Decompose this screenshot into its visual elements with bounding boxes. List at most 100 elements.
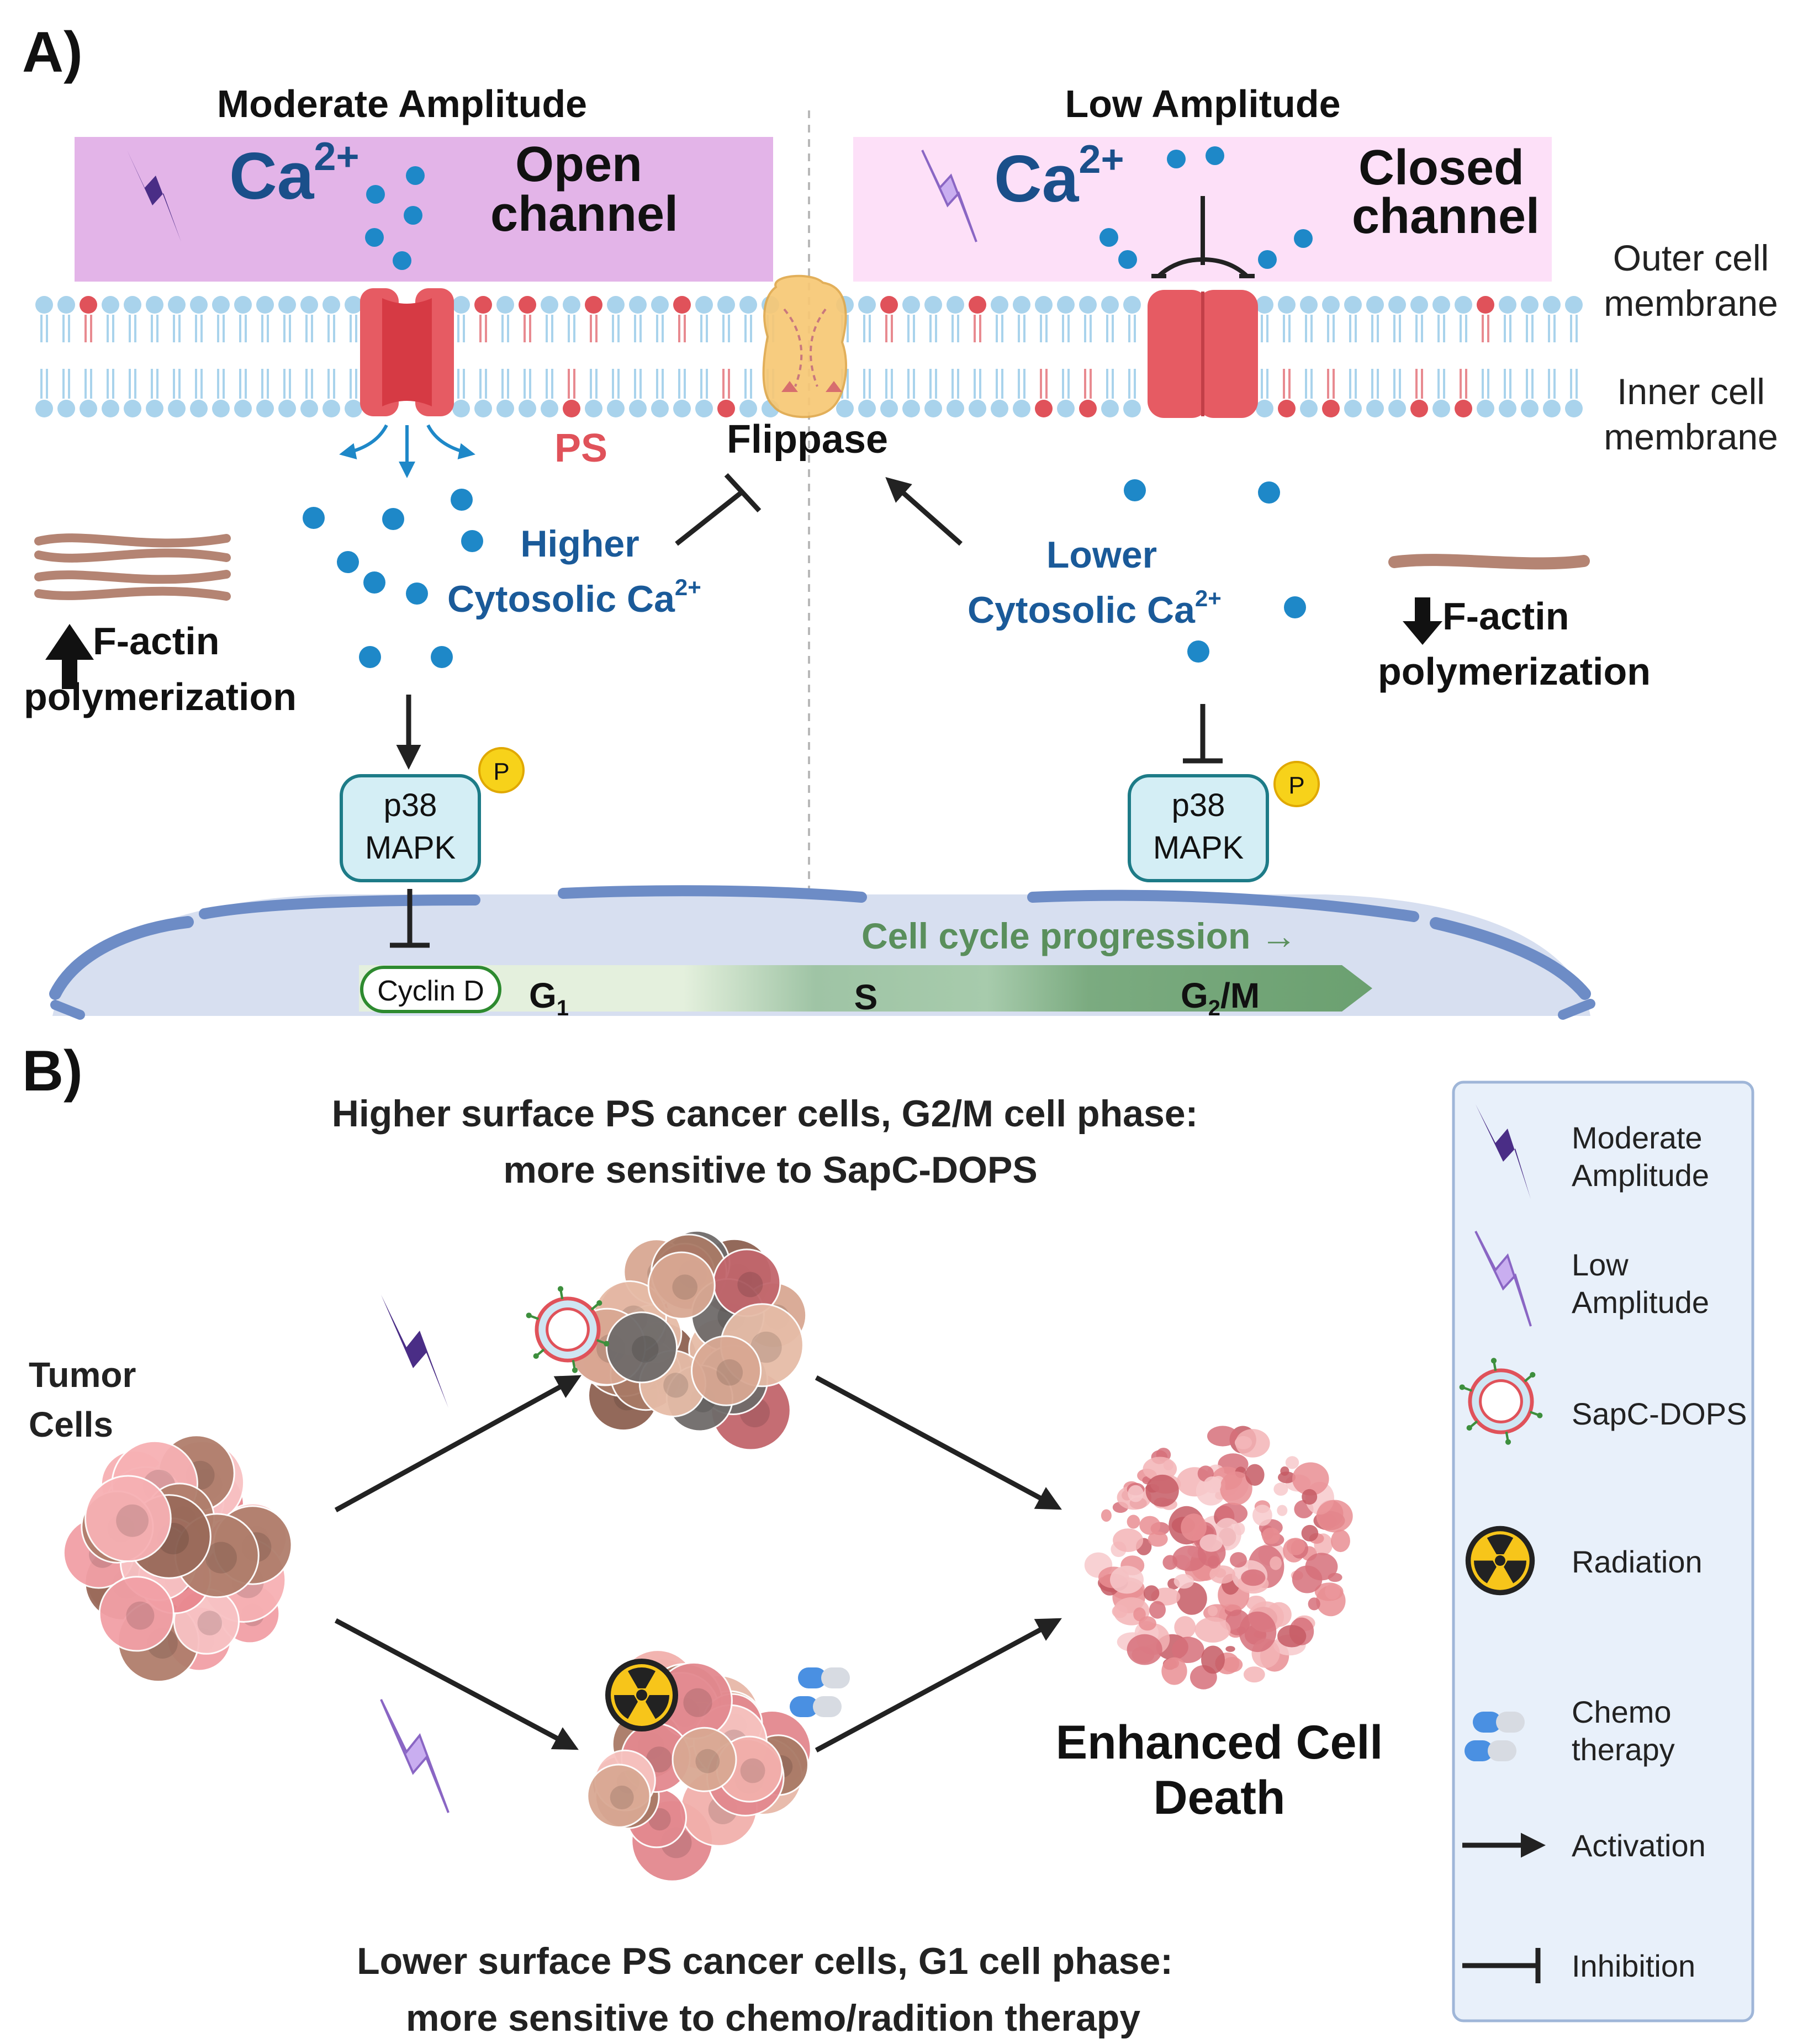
p38-left-label-1: p38 <box>384 787 437 823</box>
phospho-left-badge <box>478 747 525 793</box>
flippase-protein <box>762 274 848 419</box>
higher-cytosolic-sup: 2+ <box>675 574 701 600</box>
factin-up-label-2: polymerization <box>24 675 297 718</box>
tumor-cluster-treated-top <box>567 1230 807 1451</box>
calcium-influx-arrows <box>339 424 475 478</box>
panel-a-label: A) <box>22 20 83 84</box>
phase-g1-sub: 1 <box>557 996 569 1020</box>
phase-g2-sub: 2 <box>1208 996 1220 1020</box>
factin-bundle-high <box>34 533 231 601</box>
result-label-2: Death <box>1154 1771 1286 1824</box>
outer-membrane-label-2: membrane <box>1604 283 1778 324</box>
open-channel-label-1: Open <box>515 137 642 192</box>
right-ca-sup: 2+ <box>1079 137 1124 182</box>
cyclin-d-label: Cyclin D <box>377 975 484 1007</box>
cell-cycle-bar <box>359 965 1372 1012</box>
outer-membrane-label-1: Outer cell <box>1613 237 1769 278</box>
lower-cytosolic-text: Cytosolic Ca <box>968 589 1196 631</box>
cell-cycle-label: Cell cycle progression → <box>861 915 1297 956</box>
phase-g2-tail: /M <box>1220 976 1260 1015</box>
phase-s: S <box>854 977 878 1017</box>
left-ca-label: Ca2+ <box>229 135 360 213</box>
closed-channel-label-2: channel <box>1352 189 1540 244</box>
legend-low-icon <box>1474 1231 1532 1327</box>
factin-down-label-2: polymerization <box>1378 650 1651 693</box>
flippase-label: Flippase <box>727 417 888 462</box>
factin-down-label-1: F-actin <box>1442 595 1569 638</box>
cyclin-inhibition-bar <box>390 889 430 948</box>
legend-low-label-2: Amplitude <box>1572 1285 1709 1320</box>
right-ca-label: Ca2+ <box>994 137 1124 216</box>
extracellular-ca-dots <box>365 146 1313 270</box>
cyclin-d-box <box>360 966 501 1013</box>
low-amplitude-title: Low Amplitude <box>1065 82 1340 125</box>
top-caption-1: Higher surface PS cancer cells, G2/M cel… <box>332 1093 1198 1135</box>
p38-mapk-left: p38 MAPK P <box>340 747 525 882</box>
arrow-top-to-death <box>815 1375 1062 1510</box>
open-channel-label-2: channel <box>490 187 678 242</box>
panel-a: A) Moderate Amplitude Low Amplitude Ca2+… <box>22 20 1778 1020</box>
factin-bundle-low <box>1388 554 1590 570</box>
higher-cytosolic-label-2: Cytosolic Ca2+ <box>447 574 701 620</box>
left-ca-text: Ca <box>229 139 315 213</box>
closed-channel-label-1: Closed <box>1358 140 1524 195</box>
legend-activation-label: Activation <box>1572 1828 1706 1863</box>
cytosolic-ca-dots <box>303 479 1306 668</box>
moderate-amplitude-title: Moderate Amplitude <box>217 82 587 125</box>
inner-membrane-label-2: membrane <box>1604 416 1778 457</box>
phase-g2-text: G <box>1181 976 1208 1015</box>
radiation-icon-path <box>605 1659 678 1731</box>
legend-sapc-label: SapC-DOPS <box>1572 1396 1747 1431</box>
phase-g1: G1 <box>529 976 569 1020</box>
moderate-lightning-icon-path <box>381 1295 448 1408</box>
low-lightning-icon-path <box>380 1699 450 1813</box>
inner-membrane-label-1: Inner cell <box>1617 371 1765 412</box>
bottom-caption-1: Lower surface PS cancer cells, G1 cell p… <box>357 1940 1173 1982</box>
tumor-cells-label-1: Tumor <box>29 1355 136 1395</box>
factin-up-label-1: F-actin <box>93 619 219 663</box>
arrow-bottom-to-death <box>815 1618 1062 1752</box>
lower-cytosolic-sup: 2+ <box>1195 585 1222 611</box>
p38-mapk-right: p38 MAPK P <box>1128 761 1320 882</box>
bottom-caption-2: more sensitive to chemo/radition therapy <box>406 1997 1140 2039</box>
phospho-right-label: P <box>1288 772 1304 799</box>
legend-chemo-label-2: therapy <box>1572 1732 1675 1767</box>
legend-low-label-1: Low <box>1572 1247 1629 1282</box>
higher-cytosolic-label-1: Higher <box>520 523 639 565</box>
down-arrow-icon <box>1403 597 1442 645</box>
p38-left-label-2: MAPK <box>365 830 456 866</box>
legend-moderate-icon <box>1476 1104 1531 1199</box>
open-calcium-channel <box>360 288 454 416</box>
lower-cytosolic-label-2: Cytosolic Ca2+ <box>968 585 1222 631</box>
ps-label: PS <box>554 426 607 470</box>
low-lightning-icon <box>921 150 977 242</box>
tumor-cluster-initial <box>62 1434 293 1683</box>
higher-cytosolic-text: Cytosolic Ca <box>447 578 675 620</box>
phase-g1-text: G <box>529 976 557 1015</box>
legend-inhibition-icon <box>1462 1948 1541 1983</box>
arrow-to-top <box>334 1375 581 1512</box>
p38-inhibition-bar <box>1183 704 1223 764</box>
panel-b: B) Higher surface PS cancer cells, G2/M … <box>22 1039 1754 2039</box>
legend-radiation-icon <box>1465 1526 1535 1596</box>
p38-right-label-1: p38 <box>1172 787 1225 823</box>
result-label-1: Enhanced Cell <box>1056 1716 1383 1769</box>
flippase-activation-arrow <box>885 477 963 546</box>
lower-cytosolic-label-1: Lower <box>1046 534 1157 576</box>
right-ca-text: Ca <box>994 142 1080 216</box>
tumor-cluster-treated-bottom <box>586 1649 812 1882</box>
dying-cell-cluster <box>1084 1426 1353 1690</box>
p38-right-label-2: MAPK <box>1153 830 1244 866</box>
legend: Moderate Amplitude Low Amplitude SapC-DO… <box>1452 1081 1754 2022</box>
legend-inhibition-label: Inhibition <box>1572 1948 1695 1983</box>
left-ca-sup: 2+ <box>314 135 359 179</box>
flippase-inhibition-arrow <box>675 473 762 546</box>
moderate-lightning-icon <box>127 150 181 242</box>
closed-channel-blockers <box>1151 196 1255 278</box>
legend-sapc-icon <box>1459 1358 1543 1445</box>
up-arrow-icon <box>45 624 94 689</box>
legend-moderate-label-2: Amplitude <box>1572 1158 1709 1193</box>
chemo-pill-icon-path <box>790 1667 850 1717</box>
sapc-dops-icon-path <box>526 1286 610 1373</box>
tumor-cells-label-2: Cells <box>29 1405 113 1444</box>
